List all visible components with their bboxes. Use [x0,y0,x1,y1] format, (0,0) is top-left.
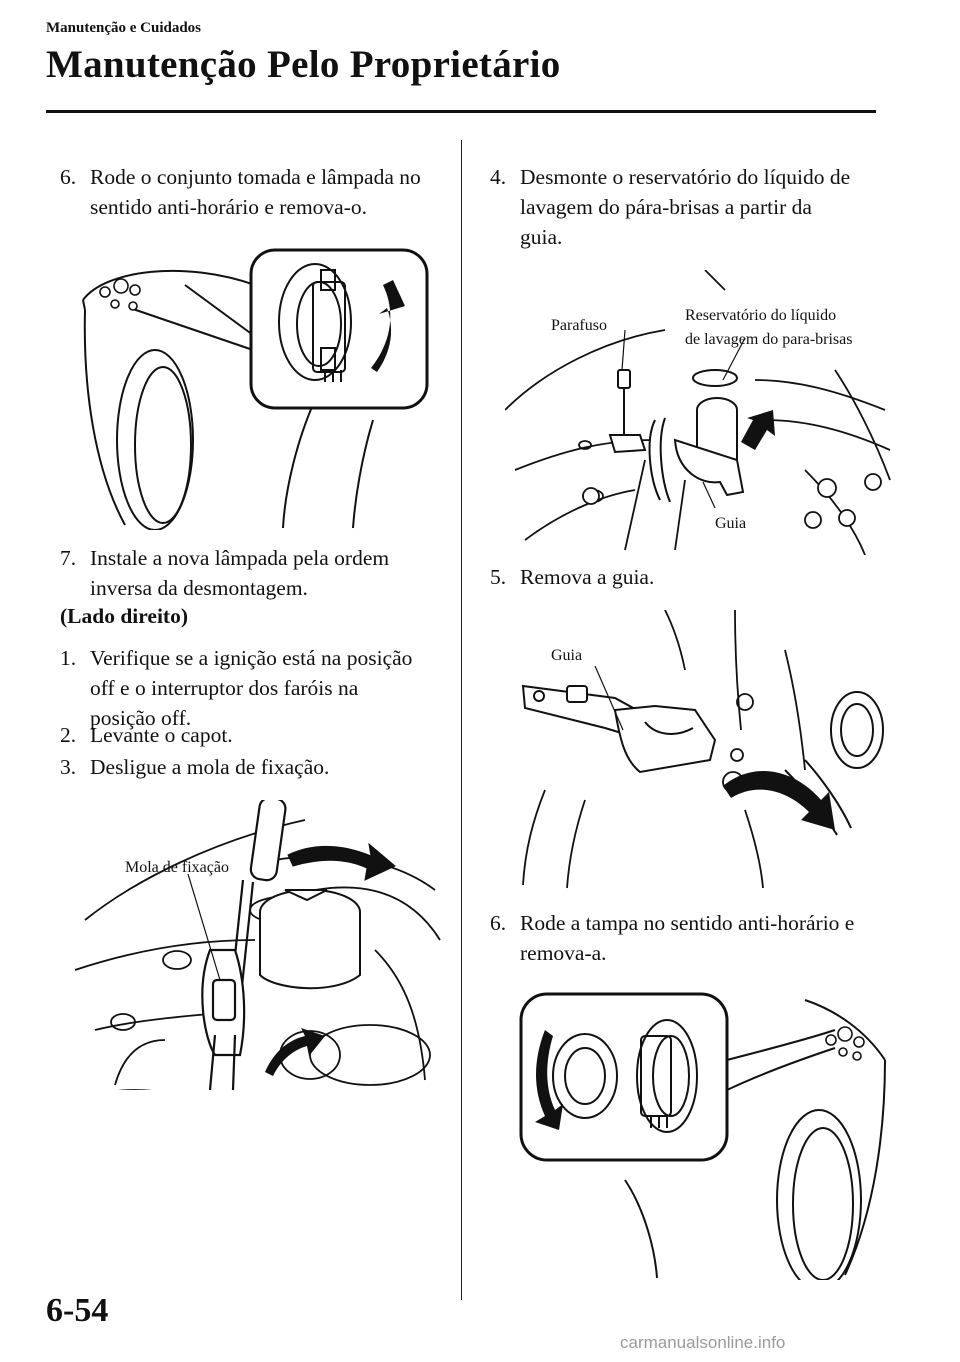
label-reservoir-line2: de lavagem do para-brisas [685,331,852,348]
step-7-left: 7. Instale a nova lâmpada pela ordem inv… [60,546,390,600]
label-guide: Guia [715,515,746,532]
header-rule [46,110,876,113]
section-label: Manutenção e Cuidados [46,20,202,36]
step-5-right: 5. Remova a guia. [490,565,655,589]
page-number: 6-54 [46,1292,109,1329]
figure-socket-rotation [82,248,429,530]
step-2-left: 2. Levante o capot. [60,723,233,747]
step-4-right: 4. Desmonte o reservatório do líquido de… [490,165,851,249]
label-retaining-clip: Mola de fixação [125,859,229,876]
figure-rotate-cap [519,992,886,1280]
watermark: carmanualsonline.info [620,1333,786,1352]
step-1-left: 1. Verifique se a ignição está na posiçã… [60,646,413,730]
step-3-left: 3. Desligue a mola de fixação. [60,755,330,779]
step-6-left: 6. Rode o conjunto tomada e lâmpada no s… [60,165,421,219]
label-reservoir-line1: Reservatório do líquido [685,307,836,324]
figure-retaining-clip: Mola de fixação [75,800,441,1090]
label-bolt: Parafuso [551,317,607,334]
figure-remove-guide: Guia [521,610,884,889]
figure-washer-reservoir: Parafuso Reservatório do líquido de lava… [505,270,891,555]
label-guide-2: Guia [551,647,582,664]
sub-heading-right-side: (Lado direito) [60,604,189,628]
column-divider [461,140,462,1300]
page-title: Manutenção Pelo Proprietário [46,43,561,86]
step-6-right: 6. Rode a tampa no sentido anti-horário … [490,911,855,965]
